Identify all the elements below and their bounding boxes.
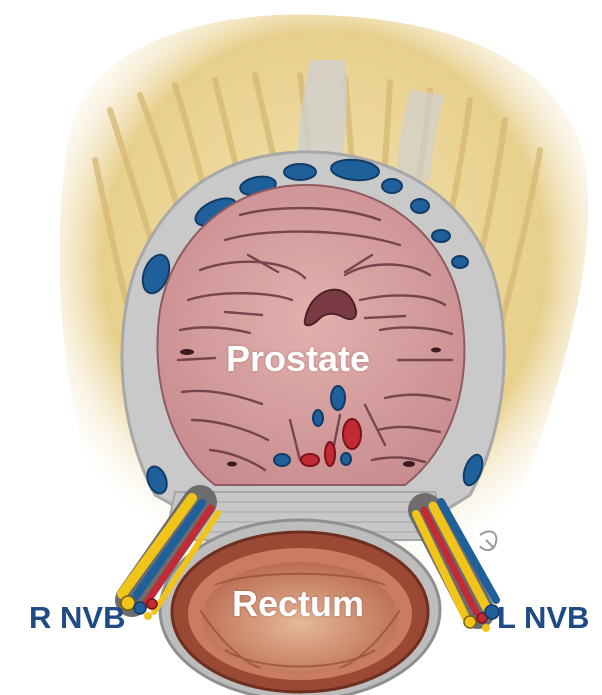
left-nvb-label: L NVB bbox=[497, 600, 589, 636]
right-nvb-label: R NVB bbox=[29, 600, 125, 636]
rectum-label: Rectum bbox=[232, 583, 364, 625]
prostate-label: Prostate bbox=[226, 338, 370, 380]
prostate-gland bbox=[157, 185, 464, 485]
